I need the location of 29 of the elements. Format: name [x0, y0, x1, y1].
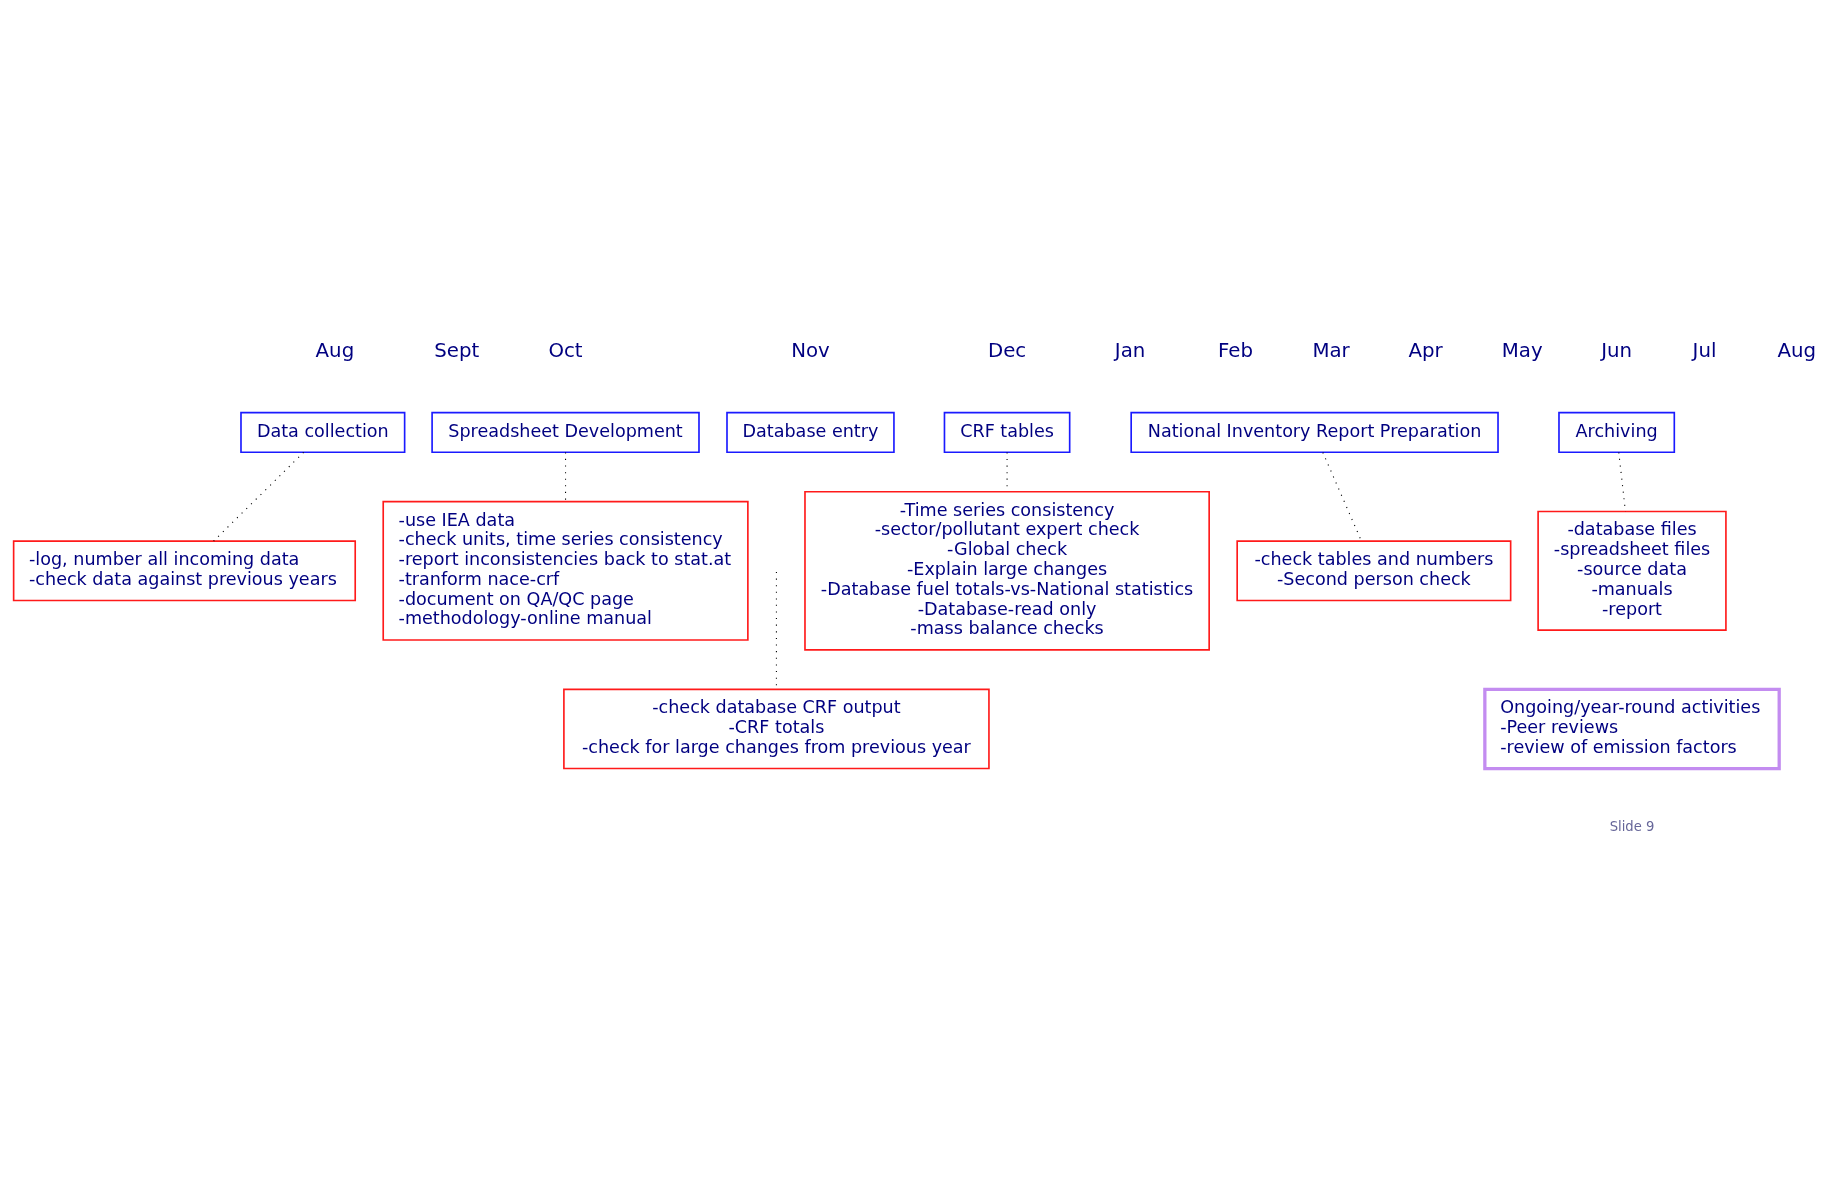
label: Oct [548, 338, 583, 362]
node-box: -check database CRF output -CRF totals -check for large changes from previous year [563, 688, 990, 769]
label: Dec [987, 338, 1027, 362]
label: Slide 9 [1609, 818, 1655, 834]
node-box: Spreadsheet Development [431, 411, 700, 453]
label: Aug [315, 338, 355, 362]
node-box: -check tables and numbers -Second person check [1236, 539, 1512, 601]
node-box: Archiving [1558, 411, 1676, 453]
label: Apr [1408, 338, 1443, 362]
label: Aug [1777, 338, 1817, 362]
label: May [1501, 338, 1543, 362]
node-box: Database entry [726, 411, 895, 453]
connector [565, 451, 567, 502]
node-box: -database files -spreadsheet files -source data -manuals -report [1537, 510, 1727, 631]
connector [1322, 451, 1362, 542]
label: Jun [1601, 338, 1633, 362]
node-box: Ongoing/year-round activities -Peer reviews -review of emission factors [1483, 687, 1781, 770]
label: Feb [1218, 338, 1254, 362]
node-box: -use IEA data -check units, time series consistency -report inconsistencies back to stat.at -tranform nace-crf -document on QA/QC page -methodology-online manual [382, 500, 749, 641]
node-box: CRF tables [943, 411, 1071, 453]
node-box: Data collection [240, 411, 406, 453]
node-box: National Inventory Report Preparation [1130, 411, 1499, 453]
label: Sept [434, 338, 480, 362]
label: Jan [1114, 338, 1146, 362]
node-box: -log, number all incoming data -check data against previous years [12, 539, 357, 601]
label: Mar [1312, 338, 1350, 362]
label: Jul [1692, 338, 1717, 362]
node-box: -Time series consistency -sector/pollutant expert check -Global check -Explain large changes -Database fuel totals-vs-National statistics -Database-read only -mass balance checks [804, 490, 1210, 651]
label: Nov [791, 338, 830, 362]
